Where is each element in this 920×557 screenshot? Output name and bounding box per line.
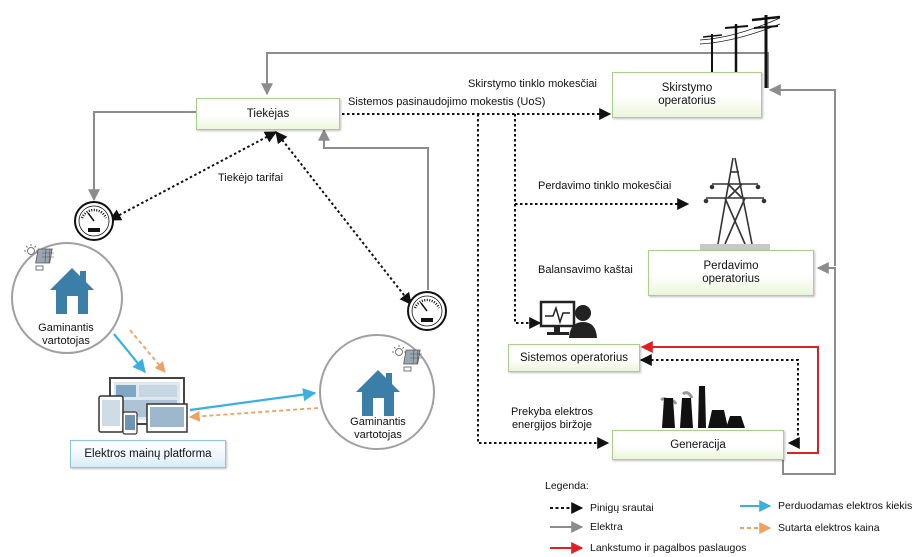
platform-label: Elektros mainų platforma [84, 447, 212, 460]
electricity-distribution-to-supplier [261, 52, 769, 96]
energy-platform-to-prosumer-2 [189, 388, 317, 412]
balancing-costs-label: Balansavimo kaštai [538, 264, 633, 276]
flexibility-generation-to-system-operator [640, 341, 819, 454]
supplier-label: Tiekėjas [246, 107, 290, 120]
electricity-meter-icon [74, 201, 114, 241]
money-supplier-meter-2 [275, 131, 412, 305]
solar-panel-icon [24, 244, 54, 271]
exchange-trading-label: Prekyba elektros energijos biržoje [511, 406, 593, 431]
energy-prosumer-1-to-platform [113, 333, 146, 374]
uos-fee-label: Sistemos pasinaudojimo mokestis (UoS) [348, 96, 546, 108]
legend-item-flexibility: Lankstumo ir pagalbos paslaugos [590, 542, 747, 554]
power-plant-icon [660, 386, 745, 428]
transmission-tower-icon [700, 157, 770, 250]
price-prosumer-2-to-platform [188, 405, 347, 422]
distribution-operator-label: Skirstymo operatorius [658, 82, 716, 107]
electricity-meter-2-to-supplier [318, 128, 429, 290]
solar-panel-icon [392, 345, 422, 372]
agreed-price-flows [129, 329, 347, 422]
platform-node: Elektros mainų platforma [70, 440, 226, 468]
distribution-operator-node: Skirstymo operatorius [612, 72, 762, 118]
generation-label: Generacija [670, 438, 726, 451]
house-icon [356, 370, 400, 416]
supplier-node: Tiekėjas [196, 98, 340, 130]
system-operator-node: Sistemos operatorius [508, 344, 640, 372]
electricity-transmission-to-distribution [768, 84, 836, 266]
legend-title: Legenda: [545, 480, 589, 492]
transmission-operator-label: Perdavimo operatorius [702, 260, 760, 285]
generation-node: Generacija [612, 430, 784, 460]
legend-item-transfer: Perduodamas elektros kiekis [778, 500, 913, 512]
legend-item-money: Pinigų srautai [590, 502, 654, 514]
money-tariff-supplier-meter-1 [108, 131, 278, 221]
money-system-operator-branch [514, 204, 542, 329]
devices-icon [98, 377, 188, 435]
electricity-generation-to-transmission [782, 262, 836, 475]
money-uos-branch [477, 114, 610, 449]
operator-workstation-icon [539, 300, 597, 338]
prosumer-1-label: Gaminantis vartotojas [38, 322, 94, 347]
electricity-meter-icon [407, 291, 447, 331]
legend-samples [550, 500, 772, 554]
transmission-operator-node: Perdavimo operatorius [648, 250, 814, 296]
electricity-supplier-to-meter-1 [88, 111, 196, 202]
house-icon [50, 268, 94, 314]
system-operator-label: Sistemos operatorius [519, 351, 629, 364]
legend-item-electricity: Elektra [590, 521, 623, 533]
transmission-fees-label: Perdavimo tinklo mokesčiai [538, 180, 672, 192]
prosumer-2-label: Gaminantis vartotojas [350, 416, 406, 441]
supplier-tariff-label: Tiekėjo tarifai [216, 172, 286, 185]
money-flows [108, 108, 800, 449]
price-prosumer-1-to-platform [129, 329, 166, 373]
distribution-fees-label: Skirstymo tinklo mokesčiai [468, 78, 597, 90]
legend-item-price: Sutarta elektros kaina [778, 522, 880, 534]
power-line-pole-icon [699, 15, 781, 88]
energy-transfer-flows [113, 333, 317, 412]
